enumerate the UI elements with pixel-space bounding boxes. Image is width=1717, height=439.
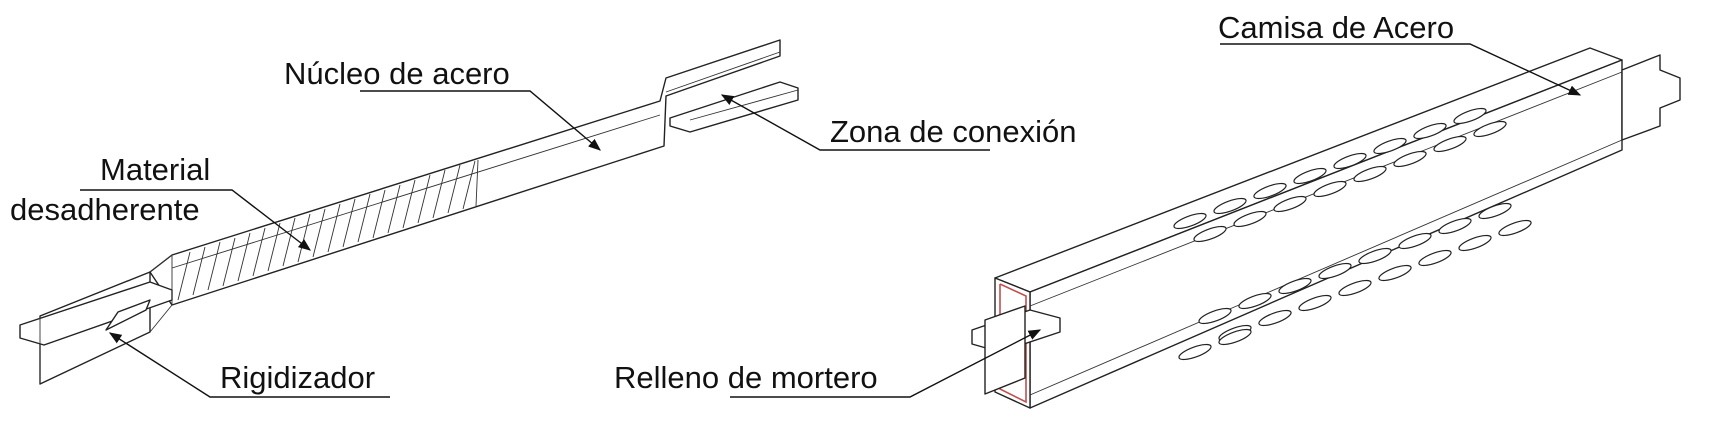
label-unbonding-material-line1: Material	[100, 152, 210, 187]
core-front-web	[984, 305, 1026, 395]
casing-slots-upper	[1173, 107, 1507, 243]
label-steel-core: Núcleo de acero	[284, 56, 510, 91]
stiffener-plate	[105, 299, 151, 331]
steel-core-assembly	[19, 39, 799, 385]
label-unbonding-material-line2: desadherente	[10, 192, 200, 227]
leader-lines	[80, 43, 1582, 398]
upper-connection-plate	[669, 81, 799, 133]
unbonding-hatch	[177, 159, 479, 301]
label-connection-zone: Zona de conexión	[830, 114, 1076, 149]
core-bar-top-face	[149, 39, 781, 306]
label-steel-casing: Camisa de Acero	[1218, 10, 1454, 45]
core-right-end	[1621, 54, 1681, 141]
casing-slots-lower	[1178, 202, 1532, 361]
label-stiffener: Rigidizador	[220, 360, 375, 395]
steel-casing-assembly	[971, 47, 1681, 409]
label-mortar-fill: Relleno de mortero	[614, 360, 878, 395]
